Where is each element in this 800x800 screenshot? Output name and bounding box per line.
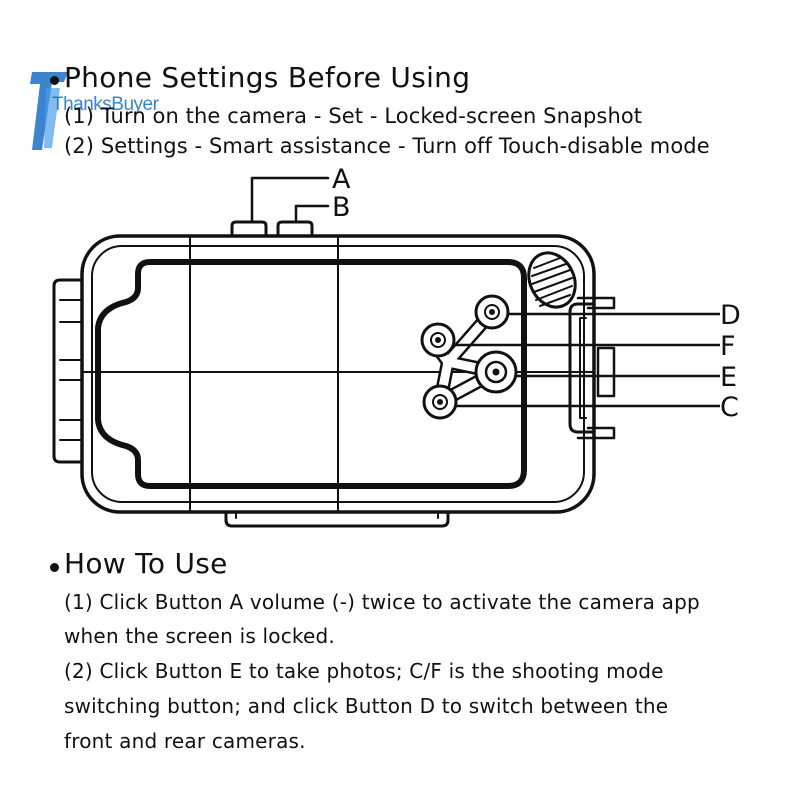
screen-window xyxy=(95,259,527,489)
section1-line-2: (2) Settings - Smart assistance - Turn o… xyxy=(64,134,710,158)
left-latch xyxy=(52,278,84,464)
button-a-shape xyxy=(230,220,268,238)
bottom-clip xyxy=(224,510,450,528)
button-b-shape xyxy=(276,220,314,238)
watermark-t-icon xyxy=(30,72,68,150)
bullet-icon xyxy=(50,76,59,85)
bullet-icon xyxy=(50,563,59,572)
section2-heading: How To Use xyxy=(64,547,228,580)
section2-line-3: (2) Click Button E to take photos; C/F i… xyxy=(64,659,664,683)
leader-b xyxy=(294,204,330,224)
watermark-text: ThanksBuyer xyxy=(52,94,159,115)
label-e: E xyxy=(720,362,737,393)
label-f: F xyxy=(720,331,736,362)
section1-heading: Phone Settings Before Using xyxy=(64,61,471,94)
label-c: C xyxy=(720,392,739,423)
watermark-logo: ThanksBuyer xyxy=(30,70,159,152)
button-c xyxy=(422,384,458,420)
section2-line-2: when the screen is locked. xyxy=(64,624,335,648)
button-d xyxy=(474,294,510,330)
section1-line-1: (1) Turn on the camera - Set - Locked-sc… xyxy=(64,104,643,128)
lens-grille xyxy=(527,251,577,309)
section2-line-1: (1) Click Button A volume (-) twice to a… xyxy=(64,590,700,614)
right-hinge xyxy=(568,302,596,434)
section2-line-5: front and rear cameras. xyxy=(64,729,306,753)
leader-a xyxy=(250,176,330,224)
button-e xyxy=(474,350,518,394)
label-d: D xyxy=(720,300,741,331)
label-b: B xyxy=(332,192,351,223)
section2-line-4: switching button; and click Button D to … xyxy=(64,694,669,718)
label-a: A xyxy=(332,164,351,195)
button-f xyxy=(420,322,456,358)
case-outer xyxy=(80,234,596,514)
